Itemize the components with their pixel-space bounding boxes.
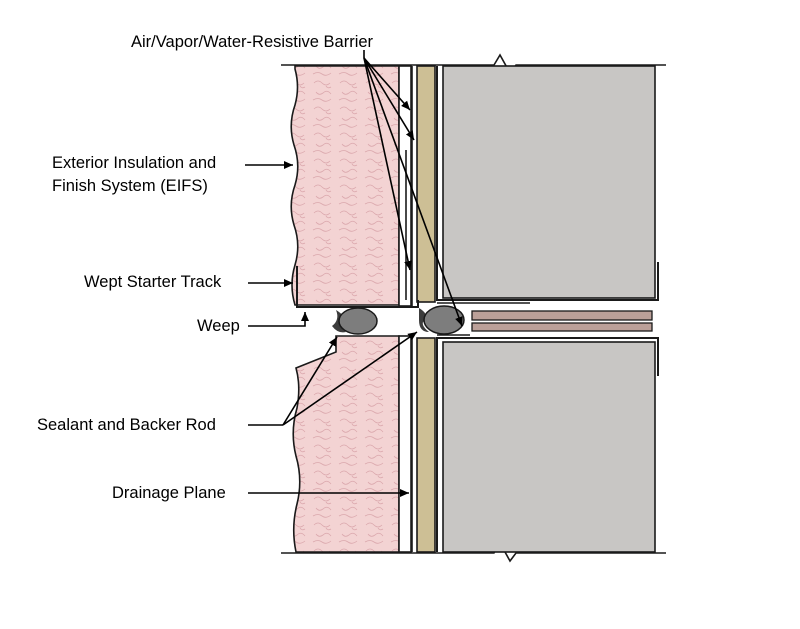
wept-starter-track — [296, 266, 419, 308]
label-eifs-line2: Finish System (EIFS) — [52, 177, 208, 195]
label-sealant-backer-rod: Sealant and Backer Rod — [37, 416, 216, 434]
label-drainage-plane: Drainage Plane — [112, 484, 226, 502]
sealant-backer-rod-outer — [332, 307, 378, 335]
framing — [442, 65, 656, 553]
label-eifs-line1: Exterior Insulation and — [52, 154, 216, 172]
air-vapor-barrier-layers — [398, 65, 412, 553]
framing-track — [436, 66, 659, 552]
label-wept-starter-track: Wept Starter Track — [84, 273, 222, 291]
leader-lines — [245, 50, 463, 497]
sheathing — [416, 65, 436, 553]
label-weep: Weep — [197, 317, 240, 335]
joint-flashing — [471, 310, 653, 332]
diagram-labels: Air/Vapor/Water-Resistive Barrier Exteri… — [37, 33, 374, 502]
sealant-backer-rod-inner — [419, 305, 465, 335]
label-air-vapor-barrier: Air/Vapor/Water-Resistive Barrier — [131, 33, 374, 51]
eifs-insulation-upper — [290, 65, 400, 306]
joint-lines — [437, 302, 530, 336]
eifs-insulation-lower — [292, 335, 400, 553]
